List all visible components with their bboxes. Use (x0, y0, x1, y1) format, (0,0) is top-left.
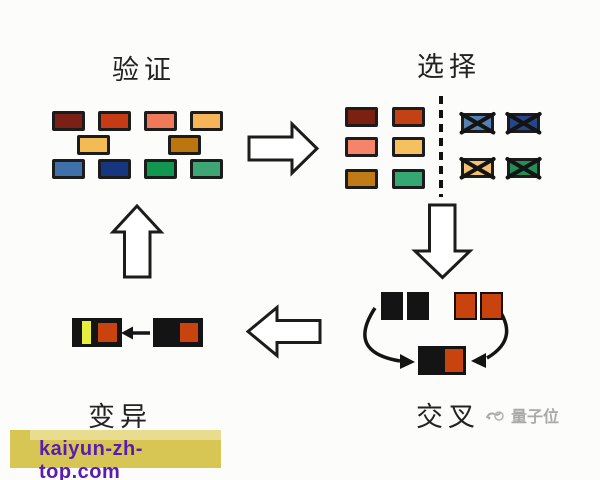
rejected-row-1 (461, 113, 540, 133)
crossover-parent-orange (454, 292, 503, 320)
crossover-arc-right-head (471, 353, 486, 368)
population-row-3 (52, 159, 223, 179)
gene-chip (77, 135, 110, 155)
gene-chip (98, 111, 131, 131)
gene-chip (52, 111, 85, 131)
watermark: 量子位 (485, 403, 559, 427)
selected-row-3 (345, 169, 425, 189)
gene-chip (144, 111, 177, 131)
gene-chip-rejected (507, 113, 540, 133)
selected-row-2 (345, 137, 425, 157)
qbitai-logo-icon (486, 411, 504, 421)
gene-chip (392, 107, 425, 127)
gene-chip (392, 169, 425, 189)
crossover-parent-black (381, 292, 429, 320)
gene-chip-rejected (507, 158, 540, 178)
rejected-row-2 (461, 158, 540, 178)
arrow-left-icon (245, 304, 322, 359)
stage-label-validate: 验证 (112, 55, 176, 85)
gene-cell (421, 349, 442, 372)
gene-cell (454, 292, 477, 320)
population-row-2 (77, 135, 201, 155)
mutation-source-pair (153, 318, 203, 347)
arrow-down-icon (411, 203, 474, 280)
gene-cell (177, 320, 201, 345)
gene-chip-rejected (461, 158, 494, 178)
gene-chip (144, 159, 177, 179)
stage-label-mutate: 变异 (88, 402, 152, 432)
selected-row-1 (345, 107, 425, 127)
stage-label-select: 选择 (417, 52, 481, 82)
gene-chip (98, 159, 131, 179)
gene-chip (345, 107, 378, 127)
banner-highlight-strip (30, 430, 221, 440)
gene-chip (392, 137, 425, 157)
stage-label-crossover: 交叉 (416, 402, 480, 432)
gene-chip (345, 137, 378, 157)
gene-chip (345, 169, 378, 189)
gene-cell (381, 292, 403, 320)
gene-cell (407, 292, 429, 320)
gene-cell (442, 349, 463, 372)
mutation-result-pair (72, 318, 122, 347)
gene-chip-rejected (461, 113, 494, 133)
banner-url-text: kaiyun-zh-top.com (39, 438, 143, 480)
population-row-1 (52, 111, 223, 131)
gene-chip (190, 159, 223, 179)
crossover-arc-left-head (400, 354, 415, 369)
crossover-child (418, 346, 466, 375)
gene-chip (190, 111, 223, 131)
gene-cell (95, 320, 120, 345)
gene-chip (168, 135, 201, 155)
mutation-arrow-head (121, 326, 133, 340)
watermark-text: 量子位 (511, 409, 560, 426)
site-banner: kaiyun-zh-top.com (10, 430, 221, 480)
mutation-stripe (82, 321, 91, 344)
gene-chip (52, 159, 85, 179)
arrow-right-icon (247, 120, 320, 177)
gene-cell (480, 292, 503, 320)
arrow-up-icon (109, 203, 165, 279)
